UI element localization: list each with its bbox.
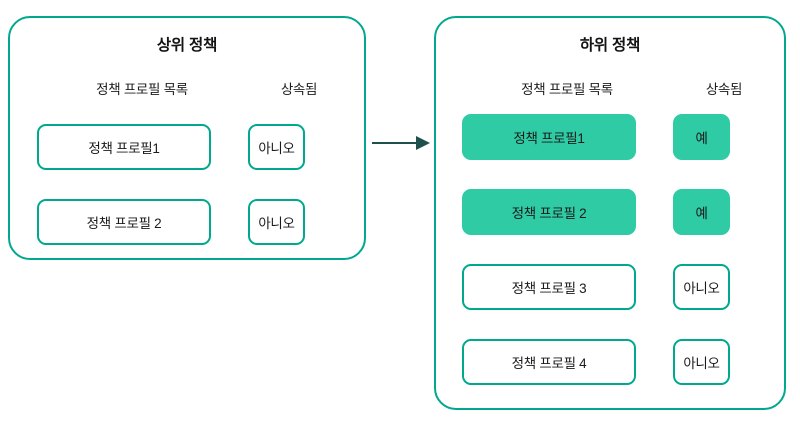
arrow-right-icon — [372, 132, 432, 154]
table-row: 정책 프로필 2 아니오 — [37, 199, 348, 245]
child-policy-profile-item[interactable]: 정책 프로필 4 — [462, 339, 636, 385]
parent-column-header-profile-list: 정책 프로필 목록 — [96, 82, 188, 97]
table-row: 정책 프로필1 예 — [462, 114, 768, 160]
parent-inherited-badge: 아니오 — [248, 199, 305, 245]
child-policy-panel: 하위 정책 정책 프로필 목록 상속됨 정책 프로필1 예 정책 프로필 2 예… — [434, 16, 786, 410]
table-row: 정책 프로필 3 아니오 — [462, 264, 768, 310]
parent-inherited-badge: 아니오 — [248, 124, 305, 170]
parent-panel-title: 상위 정책 — [156, 37, 218, 54]
child-inherited-badge: 아니오 — [673, 339, 730, 385]
child-panel-title: 하위 정책 — [579, 37, 641, 54]
table-row: 정책 프로필1 아니오 — [37, 124, 348, 170]
child-column-header-inherited: 상속됨 — [705, 82, 743, 97]
child-policy-profile-item[interactable]: 정책 프로필 3 — [462, 264, 636, 310]
parent-policy-profile-item[interactable]: 정책 프로필 2 — [37, 199, 211, 245]
arrow-head — [416, 136, 430, 150]
child-inherited-badge: 예 — [673, 114, 730, 160]
child-policy-profile-item[interactable]: 정책 프로필 2 — [462, 189, 636, 235]
child-policy-profile-item[interactable]: 정책 프로필1 — [462, 114, 636, 160]
parent-policy-panel: 상위 정책 정책 프로필 목록 상속됨 정책 프로필1 아니오 정책 프로필 2… — [8, 16, 366, 260]
child-inherited-badge: 예 — [673, 189, 730, 235]
parent-policy-profile-item[interactable]: 정책 프로필1 — [37, 124, 211, 170]
arrow-shaft — [372, 142, 418, 144]
table-row: 정책 프로필 4 아니오 — [462, 339, 768, 385]
child-inherited-badge: 아니오 — [673, 264, 730, 310]
child-column-header-profile-list: 정책 프로필 목록 — [521, 82, 613, 97]
parent-column-header-inherited: 상속됨 — [280, 82, 318, 97]
table-row: 정책 프로필 2 예 — [462, 189, 768, 235]
